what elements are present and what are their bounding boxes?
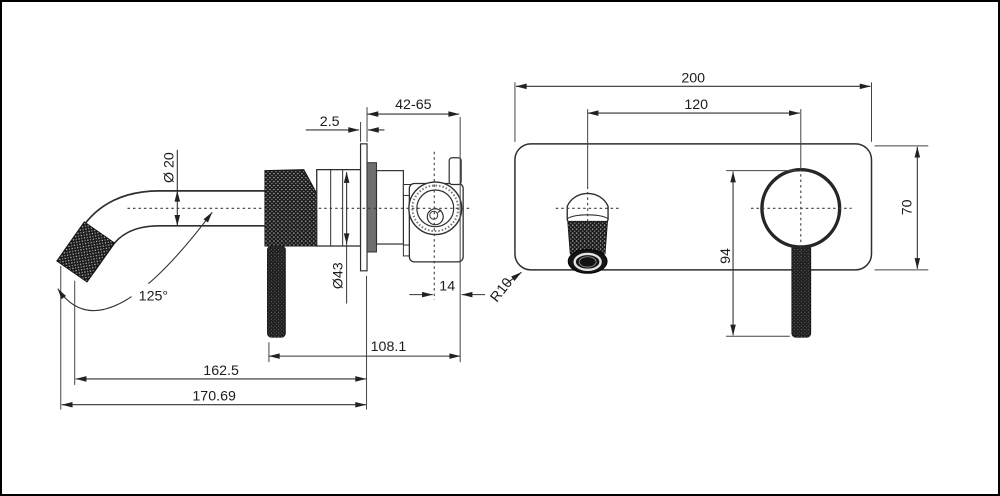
aerator-ring xyxy=(573,252,602,272)
dim-text-mask xyxy=(131,283,177,306)
side-view: Ø 20 125° 2.5 42-65 Ø43 14 108.1 162.5 1… xyxy=(56,97,486,410)
dim-spout-reach-label: 162.5 xyxy=(203,363,239,379)
dim-wall-depth-label: 42-65 xyxy=(395,97,432,113)
dim-leader-corner-radius xyxy=(504,271,522,286)
aerator-center xyxy=(578,256,597,268)
dim-overall-reach-label: 170.69 xyxy=(192,389,236,405)
dim-plate-thickness-label: 2.5 xyxy=(320,114,340,130)
dim-handle-length-label: 94 xyxy=(718,248,734,264)
dim-hole-centres-label: 120 xyxy=(684,97,708,113)
front-view: 200 120 70 94 R10 xyxy=(487,70,929,338)
dim-body-diameter-label: Ø43 xyxy=(331,262,347,289)
cartridge-tick xyxy=(437,209,442,214)
dim-spout-diameter-label: Ø 20 xyxy=(161,152,177,183)
dim-plate-width-label: 200 xyxy=(681,70,705,86)
handle-lever-side xyxy=(267,245,286,338)
wall-plate-side xyxy=(359,143,368,272)
valve-spacer-block xyxy=(375,170,404,245)
dim-arc-spout-angle xyxy=(57,211,213,312)
handle-knob-side xyxy=(264,169,318,247)
dim-plate-height-label: 70 xyxy=(899,199,915,215)
valve-inlet-stub xyxy=(448,157,462,186)
mounting-gasket-side xyxy=(366,162,377,253)
handle-lever-front xyxy=(791,239,812,338)
dim-spout-angle-label: 125° xyxy=(139,289,168,305)
dim-body-length-label: 108.1 xyxy=(371,339,407,355)
dim-valve-offset-label: 14 xyxy=(439,279,455,295)
